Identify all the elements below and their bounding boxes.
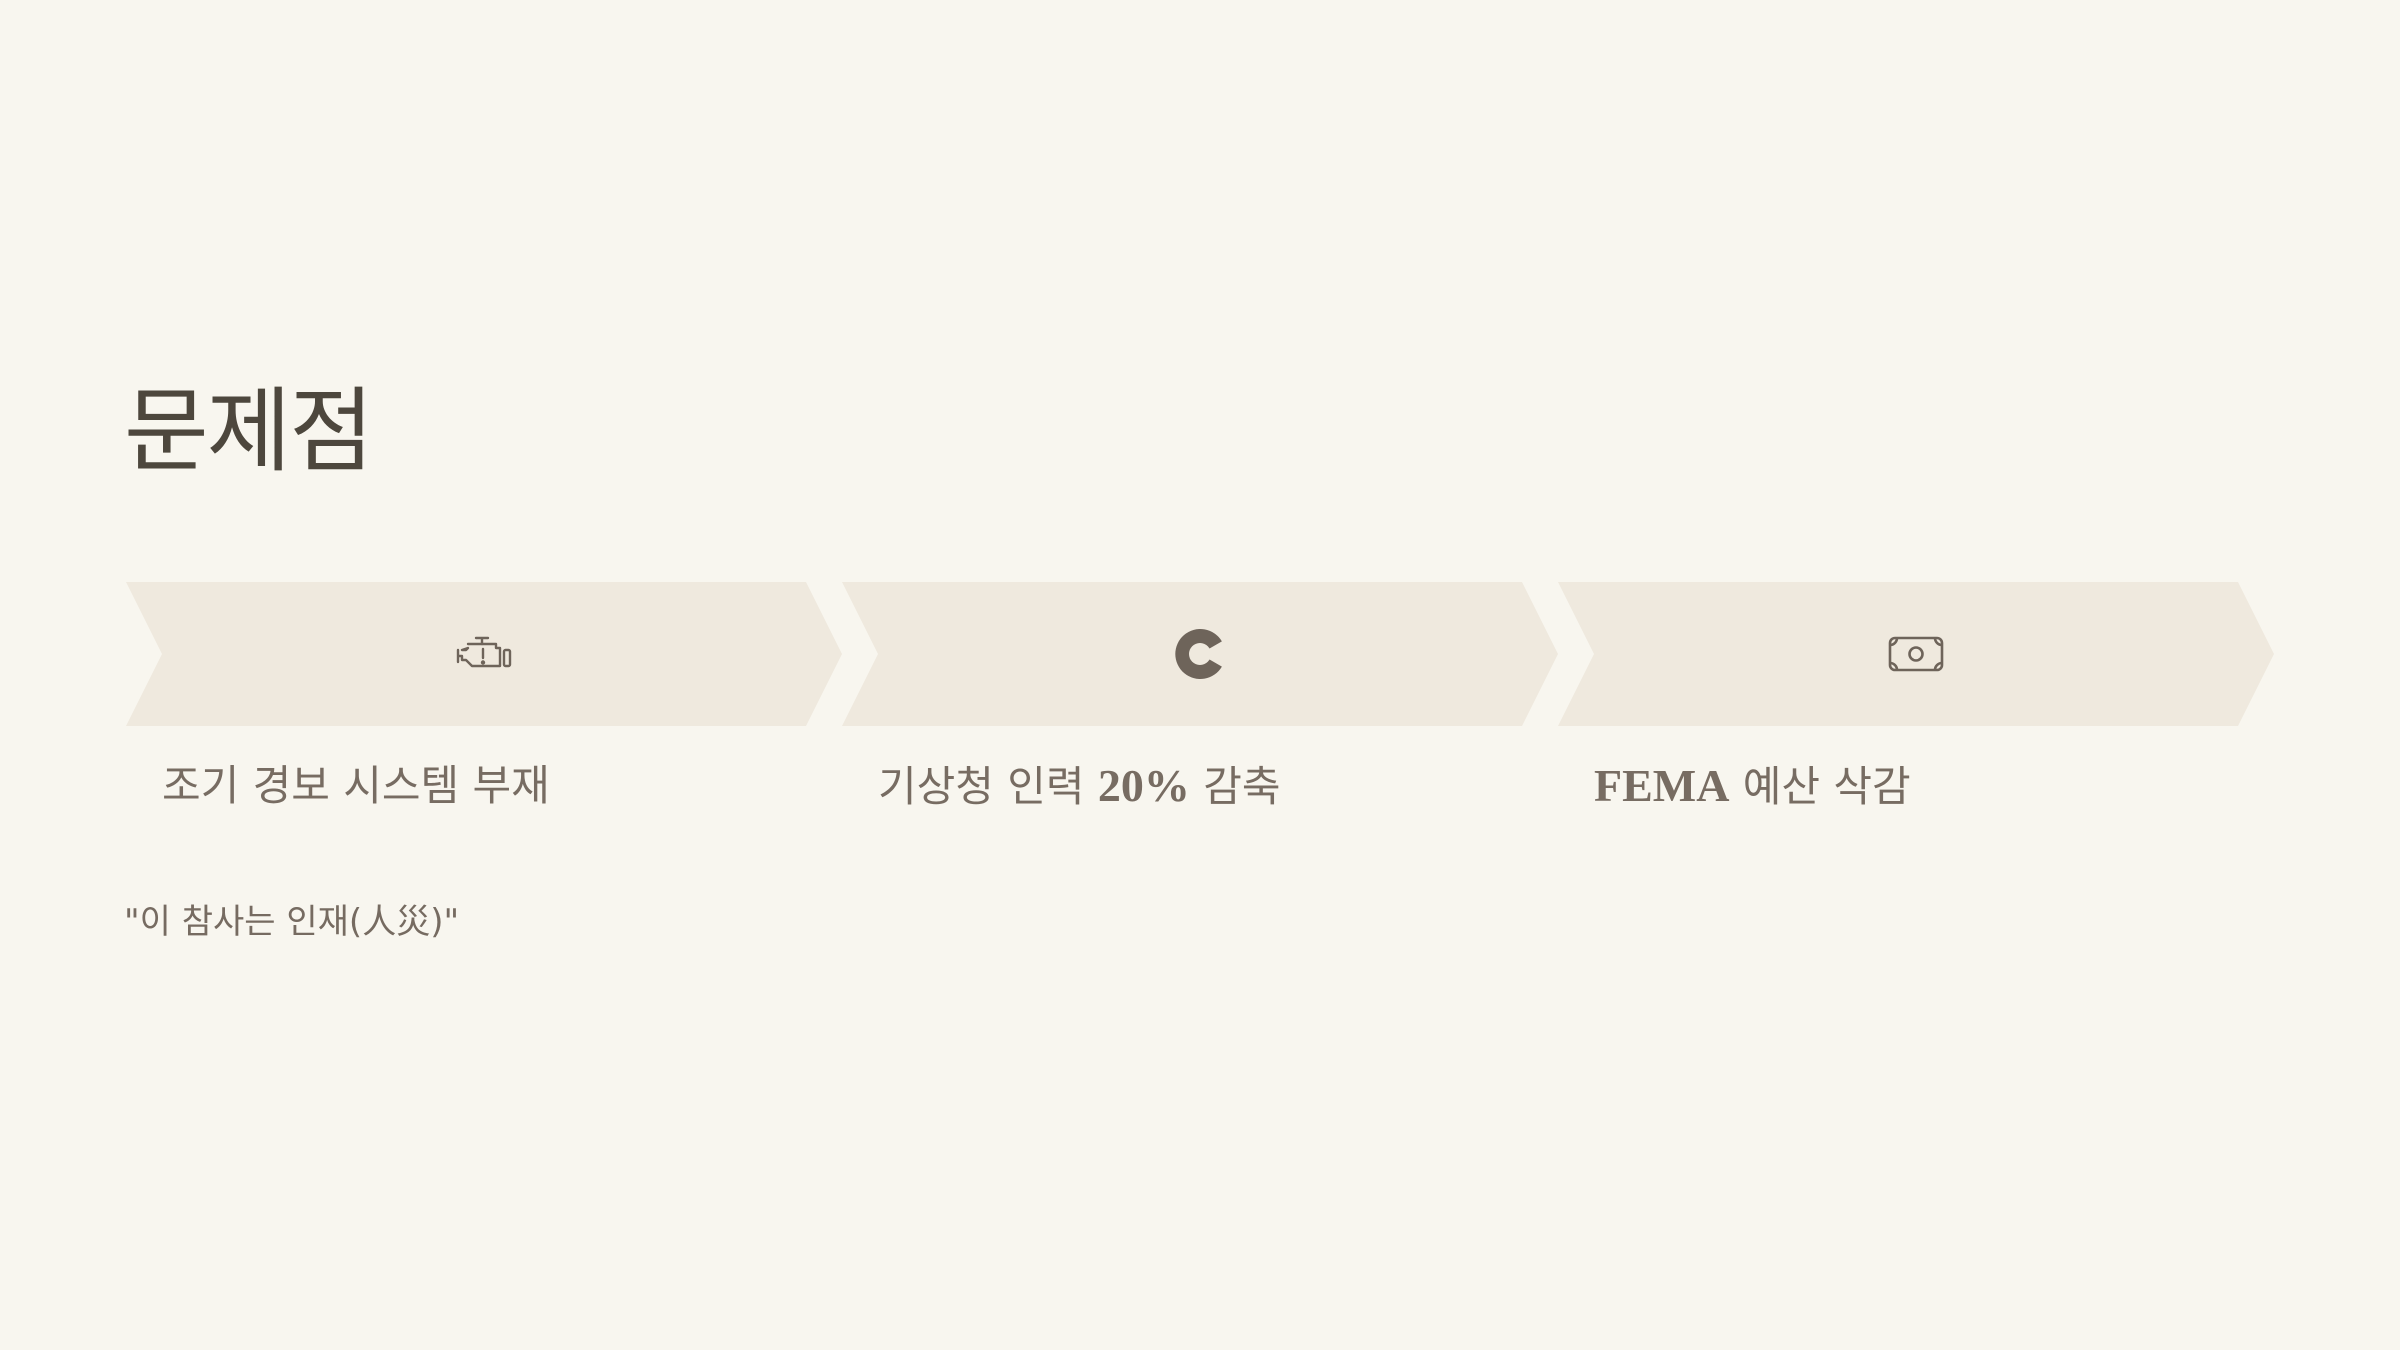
step-label-2-suffix: 감축 — [1189, 762, 1281, 811]
slide-title: 문제점 — [124, 378, 374, 485]
step-label-3-acronym: FEMA — [1594, 760, 1730, 811]
engine-warning-icon — [454, 624, 514, 684]
banknote-icon — [1886, 624, 1946, 684]
step-label-1: 조기 경보 시스템 부재 — [162, 761, 550, 810]
quote-text: "이 참사는 인재(人災)" — [124, 902, 460, 942]
step-chevron-2 — [842, 582, 1558, 726]
step-label-2: 기상청 인력 20% 감축 — [878, 756, 1281, 817]
step-chevron-3 — [1558, 582, 2274, 726]
step-label-2-number: 20% — [1097, 760, 1190, 811]
step-label-3: FEMA 예산 삭감 — [1594, 756, 1911, 817]
step-label-2-prefix: 기상청 인력 — [878, 762, 1098, 811]
step-label-3-suffix: 예산 삭감 — [1729, 762, 1911, 811]
pie-slice-icon — [1170, 624, 1230, 684]
step-chevron-1 — [126, 582, 842, 726]
